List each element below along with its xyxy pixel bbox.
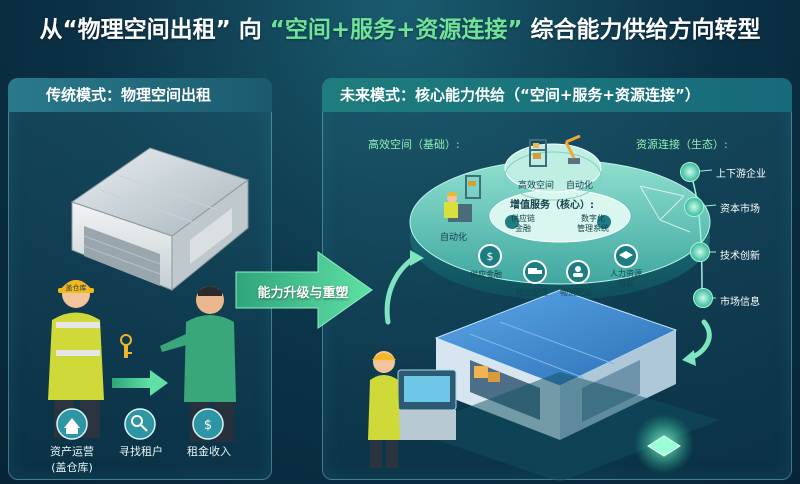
ecosystem-node-3	[690, 242, 710, 262]
transition-label: 能力升级与重塑	[257, 286, 349, 301]
key-icon	[120, 334, 132, 358]
title-part-5: 综合能力供给方向转型	[530, 17, 761, 43]
ring-shelf-icon	[465, 175, 481, 199]
find-tenant-icon	[124, 408, 156, 440]
asset-ops-icon	[56, 408, 88, 440]
title-part-1: 从	[39, 17, 63, 43]
ring-automation-top: 自动化	[566, 181, 594, 191]
page-title: 从“物理空间出租” 向 “空间+服务+资源连接” 综合能力供给方向转型	[0, 10, 800, 46]
operator-icon	[368, 351, 457, 468]
arrow-right-icon	[112, 370, 168, 396]
robot-arm-icon	[564, 134, 581, 164]
supply-finance-label: 供应金融	[470, 270, 502, 279]
ecosystem-item-capital: 资本市场	[720, 204, 760, 215]
digital-system-icon	[597, 215, 611, 229]
warehouse-icon	[70, 147, 250, 292]
ring-worker-icon	[444, 192, 472, 222]
ecosystem-item-tech: 技术创新	[720, 251, 760, 262]
title-part-2: “物理空间出租”	[62, 17, 231, 43]
ecosystem-node-2	[684, 197, 704, 217]
people-icon	[566, 260, 590, 284]
ecosystem-node-1	[680, 162, 700, 182]
title-part-3: 向	[238, 17, 262, 43]
asset-ops-sublabel: (盖仓库)	[51, 461, 93, 474]
digital-mgmt-label-2: 管理系统	[577, 224, 609, 233]
asset-ops-label: 资产运营	[50, 445, 94, 458]
svg-text:$: $	[204, 418, 212, 433]
logistics-label-2: 物流配送	[560, 288, 592, 297]
ring-efficient-space: 高效空间	[518, 181, 555, 191]
hr-label-2: 培训	[618, 279, 634, 288]
title-part-4: “空间+服务+资源连接”	[269, 17, 523, 43]
ecosystem-node-4	[693, 288, 713, 308]
supply-chain-finance-label-1: 供应链	[511, 214, 535, 223]
coin-icon: $	[478, 244, 502, 268]
chip-icon	[634, 414, 694, 474]
graduation-cap-icon	[614, 244, 638, 268]
value-service-label: 增值服务（核心）:	[510, 200, 594, 211]
helmet-badge: 盖仓库	[65, 284, 87, 292]
finance-chain-icon	[505, 215, 519, 229]
rent-income-label: 租金收入	[187, 445, 231, 458]
find-tenant-label: 寻找租户	[119, 445, 163, 458]
traditional-mode-header: 传统模式：物理空间出租	[8, 78, 272, 112]
ecosystem-item-upstream: 上下游企业	[716, 169, 766, 180]
svg-text:$: $	[487, 250, 494, 263]
efficient-space-label: 高效空间（基础）:	[368, 138, 460, 151]
hr-label-1: 人力资源	[610, 269, 642, 278]
ring-automation-left: 自动化	[440, 233, 468, 243]
digital-mgmt-label-1: 数字化	[581, 214, 605, 223]
platform-base	[408, 372, 720, 482]
logistics-label-1: 物流配送	[516, 288, 548, 297]
shelf-icon	[529, 139, 547, 167]
truck-icon	[523, 260, 547, 284]
resource-link-label: 资源连接（生态）:	[636, 138, 728, 151]
future-mode-header: 未来模式：核心能力供给（“空间+服务+资源连接”）	[322, 78, 792, 112]
rent-income-icon: $	[192, 408, 224, 440]
transition-arrow	[235, 251, 373, 329]
ecosystem-item-market: 市场信息	[720, 297, 760, 308]
network-lines	[639, 185, 691, 233]
supply-chain-finance-label-2: 金融	[515, 224, 531, 233]
